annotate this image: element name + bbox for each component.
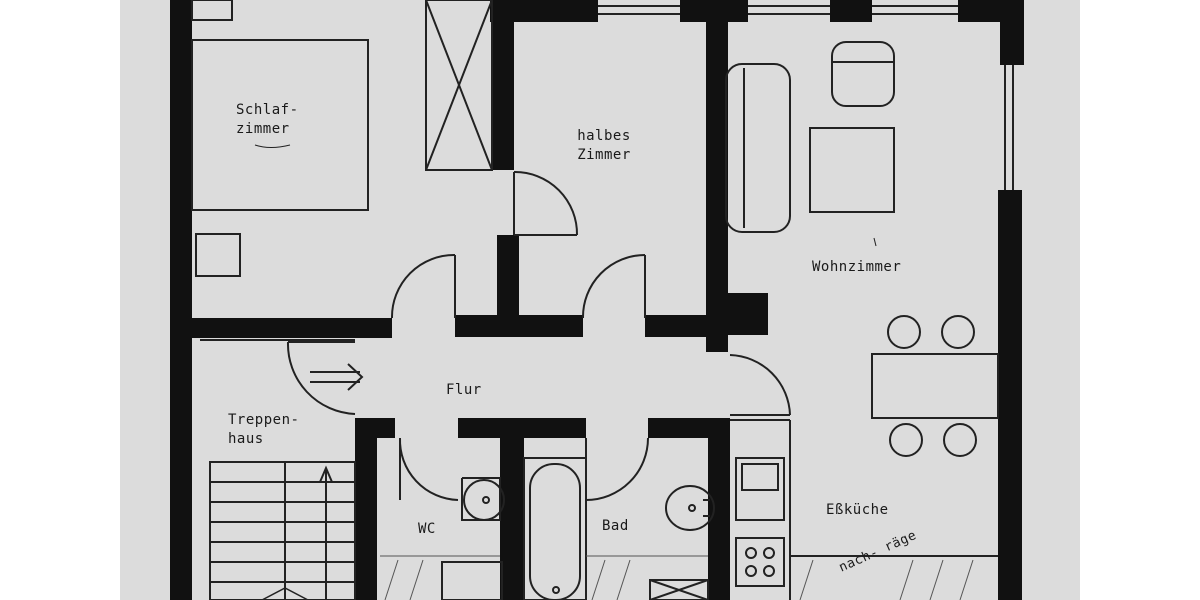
double-bed [191, 39, 369, 211]
dining-table [871, 353, 999, 419]
wall-closet-right [492, 0, 514, 170]
wall-halbes-inner [497, 235, 519, 330]
wall-top-4 [958, 0, 1024, 22]
hatching [380, 555, 974, 600]
bedroom-shelf [191, 0, 233, 21]
wall-halbes-right [706, 0, 728, 352]
door-bad[interactable] [585, 437, 649, 501]
wall-mid-1 [455, 315, 583, 337]
label-treppenhaus-line2: haus [228, 431, 264, 447]
walls [170, 0, 1024, 600]
fixtures [191, 0, 1014, 600]
wall-top-3 [830, 0, 872, 22]
staircase [209, 461, 356, 600]
door-wohnzimmer[interactable] [729, 354, 791, 416]
closet [425, 0, 493, 171]
label-flur: Flur [446, 382, 482, 398]
nightstand [195, 233, 241, 277]
bad-basin [665, 485, 715, 531]
door-bedroom[interactable] [390, 253, 456, 319]
label-bad: Bad [602, 518, 629, 534]
door-halbes[interactable] [581, 254, 646, 319]
label-wc: WC [418, 521, 436, 537]
label-schlafzimmer: Schlaf-zimmer [236, 101, 299, 139]
label-treppenhaus: Treppen-haus [228, 411, 299, 449]
label-halbes-line1: halbes [577, 128, 631, 144]
label-treppenhaus-line1: Treppen- [228, 412, 300, 428]
kitchen-sink [735, 457, 785, 521]
coffee-table [809, 127, 895, 213]
wc-basin [461, 477, 501, 521]
armchair [831, 41, 895, 107]
door-entrance[interactable] [286, 341, 356, 415]
label-schlafzimmer-line2: zimmer [236, 121, 290, 137]
wall-bedroom-bottom [170, 318, 392, 338]
wall-top-1 [490, 0, 598, 22]
wall-wc-right [500, 418, 524, 600]
bathtub [523, 457, 587, 600]
label-halbes-line2: Zimmer [577, 147, 631, 163]
wall-outer-left [170, 0, 192, 600]
sofa [725, 63, 791, 233]
wall-wc-left [355, 418, 377, 600]
wall-outer-right [998, 190, 1022, 600]
stove [735, 537, 785, 587]
door-wc[interactable] [398, 437, 459, 501]
chair [887, 315, 921, 349]
wall-pillar [706, 293, 768, 335]
toilet [441, 561, 503, 600]
bad-box [649, 579, 709, 600]
label-wohnzimmer: Wohnzimmer [812, 259, 902, 275]
label-esskueche: Eßküche [826, 502, 889, 518]
floor-plan-paper [120, 0, 1080, 600]
label-schlafzimmer-line1: Schlaf- [236, 102, 299, 118]
wall-mid-2 [645, 315, 715, 337]
wall-bad-right [708, 418, 730, 600]
